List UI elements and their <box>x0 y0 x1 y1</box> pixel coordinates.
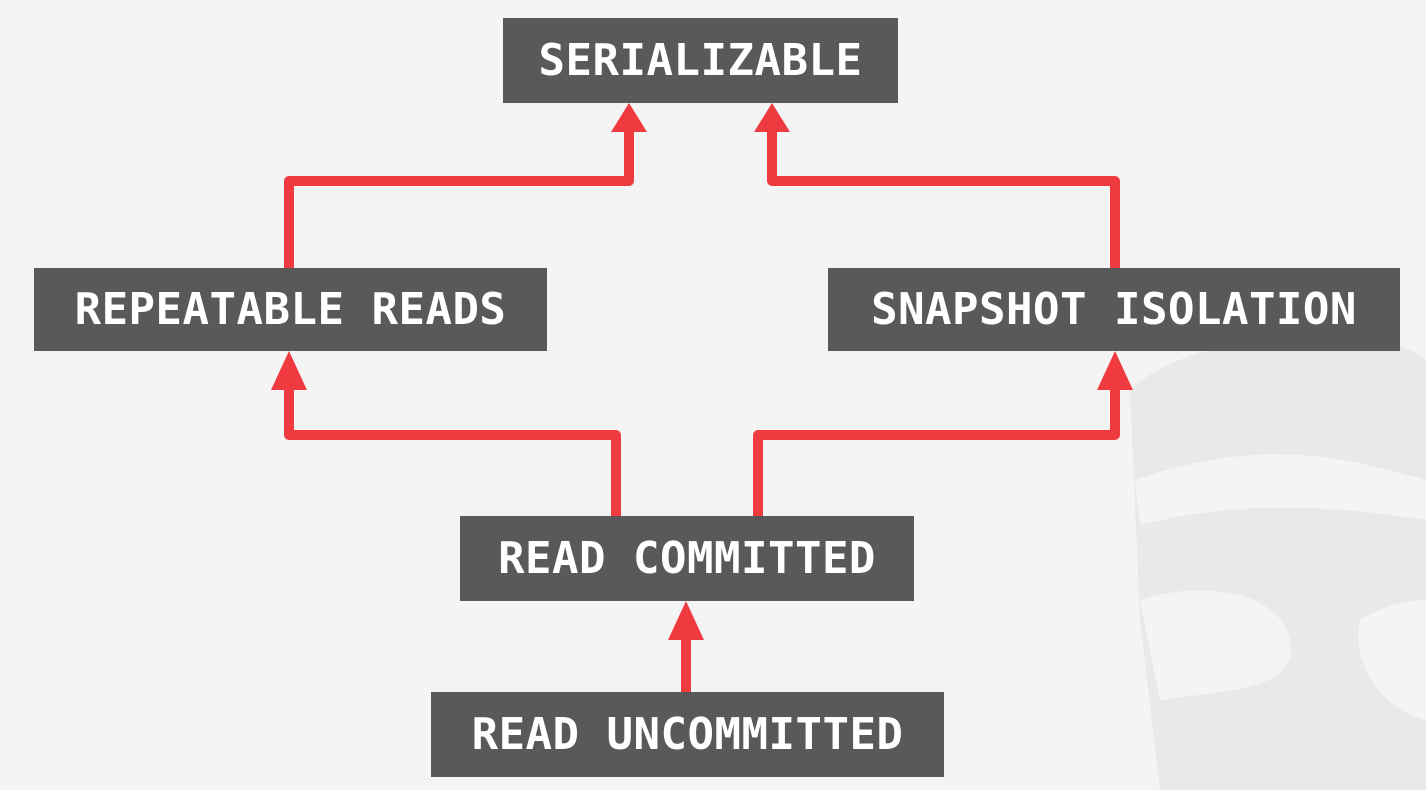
arrowhead-serializable-left <box>611 103 647 132</box>
node-label: SNAPSHOT ISOLATION <box>871 283 1357 335</box>
edge-snapshot-to-serializable <box>767 128 1120 268</box>
node-repeatable-reads: REPEATABLE READS <box>34 268 547 351</box>
node-label: SERIALIZABLE <box>538 34 863 86</box>
arrowhead-snapshot <box>1097 351 1133 390</box>
edge-committed-to-repeatable <box>284 386 621 516</box>
edge-repeatable-to-serializable <box>284 128 634 268</box>
node-read-committed: READ COMMITTED <box>460 516 914 601</box>
node-read-uncommitted: READ UNCOMMITTED <box>431 692 944 777</box>
arrowhead-committed <box>668 601 704 640</box>
node-snapshot-isolation: SNAPSHOT ISOLATION <box>828 268 1400 351</box>
node-label: READ COMMITTED <box>498 532 876 584</box>
edge-committed-to-snapshot <box>753 386 1120 516</box>
node-label: READ UNCOMMITTED <box>471 708 904 760</box>
arrowhead-serializable-right <box>754 103 790 132</box>
node-serializable: SERIALIZABLE <box>503 18 898 103</box>
node-label: REPEATABLE READS <box>74 283 507 335</box>
arrowhead-repeatable <box>271 351 307 390</box>
